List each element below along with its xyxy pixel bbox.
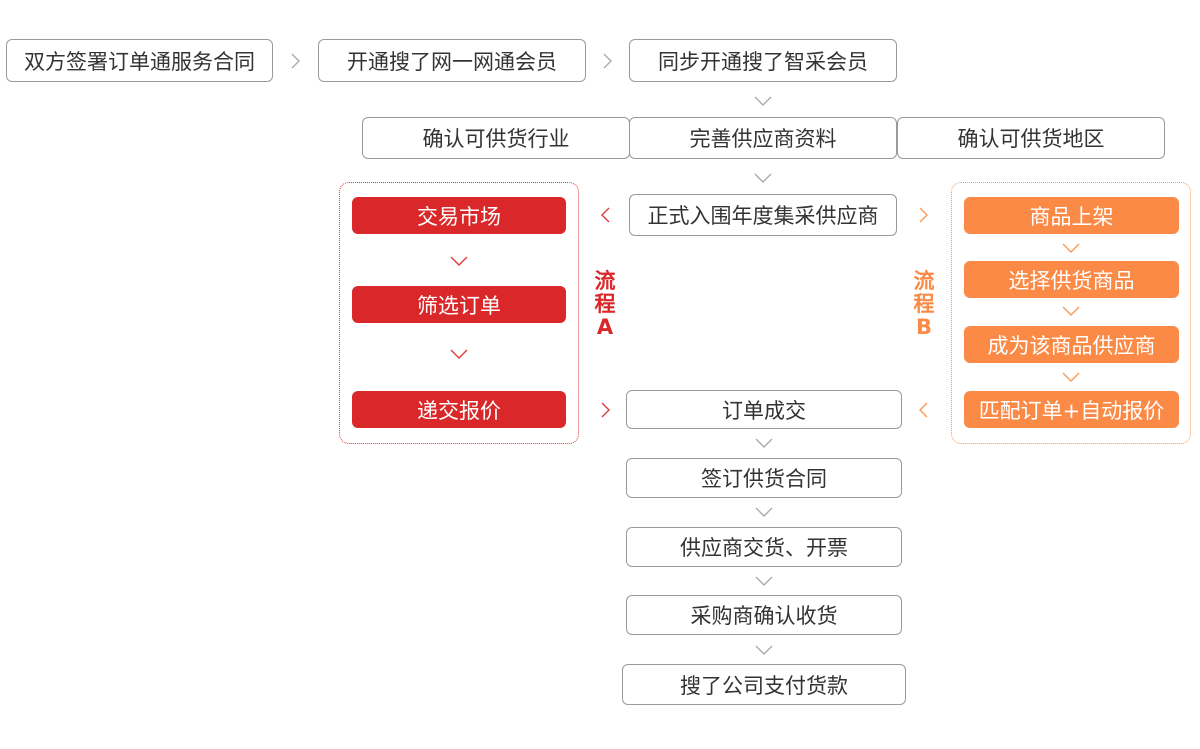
chevron-down-icon: [449, 347, 469, 361]
step-confirm-receipt: 采购商确认收货: [626, 595, 902, 635]
chevron-down-icon: [1061, 370, 1081, 384]
flow-b-step-listing: 商品上架: [964, 197, 1179, 234]
step-confirm-industry: 确认可供货行业: [362, 117, 630, 159]
chevron-down-icon: [753, 171, 773, 185]
chevron-down-icon: [754, 574, 774, 588]
chevron-right-icon: [596, 401, 614, 419]
step-open-membership: 开通搜了网一网通会员: [318, 39, 586, 82]
chevron-down-icon: [1061, 241, 1081, 255]
chevron-right-icon: [598, 52, 616, 70]
chevron-down-icon: [1061, 304, 1081, 318]
flow-b-step-match-quote: 匹配订单+自动报价: [964, 391, 1179, 428]
flow-b-group: [951, 182, 1191, 444]
step-official-supplier: 正式入围年度集采供应商: [629, 194, 897, 236]
step-payment: 搜了公司支付货款: [622, 664, 906, 705]
chevron-down-icon: [754, 643, 774, 657]
flow-b-step-select: 选择供货商品: [964, 261, 1179, 298]
chevron-right-icon: [286, 52, 304, 70]
chevron-left-icon: [596, 206, 614, 224]
step-deliver-invoice: 供应商交货、开票: [626, 527, 902, 567]
chevron-down-icon: [449, 254, 469, 268]
chevron-left-icon: [914, 401, 932, 419]
step-sign-supply-contract: 签订供货合同: [626, 458, 902, 498]
step-sign-contract: 双方签署订单通服务合同: [6, 39, 273, 82]
flow-b-label: 流 程 B: [913, 269, 935, 339]
chevron-down-icon: [754, 505, 774, 519]
step-sync-membership: 同步开通搜了智采会员: [629, 39, 897, 82]
flow-a-step-market: 交易市场: [352, 197, 566, 234]
chevron-down-icon: [753, 94, 773, 108]
chevron-down-icon: [754, 436, 774, 450]
flow-a-label: 流 程 A: [594, 269, 616, 339]
chevron-right-icon: [914, 206, 932, 224]
step-confirm-region: 确认可供货地区: [897, 117, 1165, 159]
flow-a-step-filter: 筛选订单: [352, 286, 566, 323]
flow-b-step-become-supplier: 成为该商品供应商: [964, 326, 1179, 363]
flow-a-group: [339, 182, 579, 444]
step-deal-closed: 订单成交: [626, 390, 902, 429]
flow-a-step-quote: 递交报价: [352, 391, 566, 428]
step-complete-profile: 完善供应商资料: [629, 117, 897, 159]
